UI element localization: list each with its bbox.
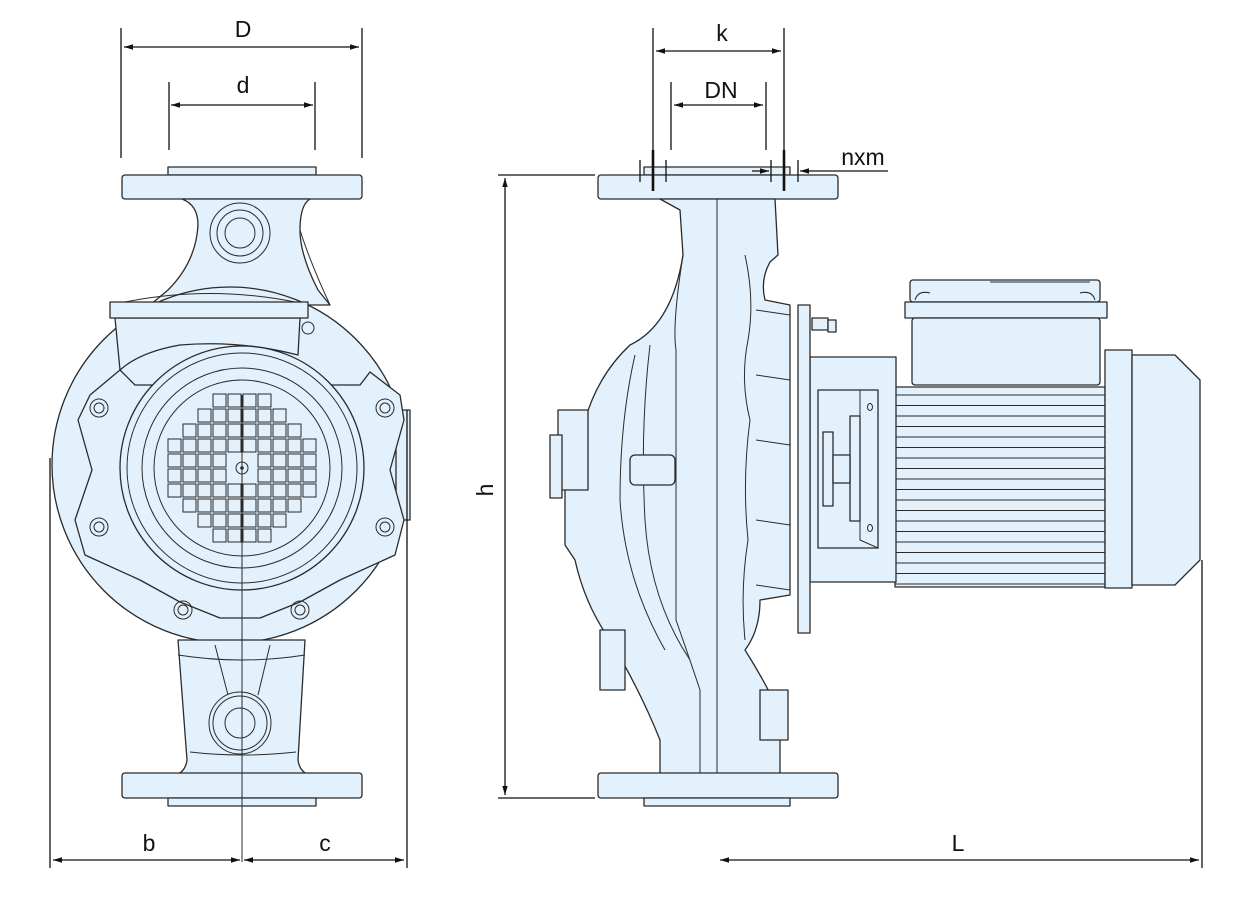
side-motor-cooling-fins [895,394,1105,585]
grill-slot [287,498,302,513]
grill-slot [257,483,272,498]
dim-label-nxm: nxm [841,144,884,170]
grill-slot [227,423,242,438]
grill-slot [167,453,182,468]
grill-slot [212,438,227,453]
grill-slot [197,498,212,513]
grill-slot [242,408,257,423]
grill-slot [182,468,197,483]
grill-slot [272,438,287,453]
grill-slot [197,468,212,483]
front-terminal-box [114,317,301,371]
grill-slot [197,408,212,423]
grill-slot [257,453,272,468]
grill-slot [167,483,182,498]
side-view [549,166,1201,807]
front-view [51,166,411,862]
grill-slot [257,393,272,408]
grill-slot [212,453,227,468]
dim-label-d: d [237,72,250,98]
side-bottom-flange [597,772,839,807]
grill-slot [167,438,182,453]
grill-slot [257,423,272,438]
grill-slot [242,498,257,513]
grill-slot [302,453,317,468]
front-dimensions [49,28,408,868]
side-dimensions [498,28,1203,868]
grill-slot [212,393,227,408]
dim-label-D: D [235,16,252,42]
grill-slot [212,528,227,543]
grill-slot [272,483,287,498]
grill-slot [212,513,227,528]
grill-slot [227,498,242,513]
grill-slot [257,468,272,483]
side-top-flange [597,166,839,200]
grill-slot [257,408,272,423]
grill-slot [227,408,242,423]
grill-slot [272,453,287,468]
grill-slot [302,483,317,498]
grill-slot [257,528,272,543]
grill-slot [227,393,242,408]
dim-label-L: L [952,830,965,856]
grill-slot [287,468,302,483]
grill-slot [182,453,197,468]
grill-slot [197,438,212,453]
grill-slot [272,423,287,438]
dim-label-k: k [716,20,728,46]
side-fan-cover [1131,354,1201,586]
grill-slot [242,528,257,543]
grill-slot [272,513,287,528]
grill-slot [212,423,227,438]
side-terminal-box [904,279,1108,386]
dim-label-b: b [143,830,156,856]
grill-slot [287,483,302,498]
grill-slot [287,438,302,453]
dim-label-DN: DN [704,77,737,103]
grill-slot [197,423,212,438]
side-pump-casing [564,198,791,776]
grill-slot [197,483,212,498]
grill-slot [272,498,287,513]
grill-slot [182,498,197,513]
grill-slot [212,468,227,483]
grill-slot [227,483,242,498]
dim-label-h: h [472,484,498,497]
grill-slot [212,483,227,498]
grill-slot [242,483,257,498]
grill-slot [197,453,212,468]
grill-slot [242,393,257,408]
grill-slot [272,408,287,423]
grill-slot [302,468,317,483]
grill-slot [227,438,242,453]
side-motor-body [894,386,1106,588]
dim-label-c: c [319,830,331,856]
grill-slot [302,438,317,453]
grill-slot [287,423,302,438]
grill-slot [287,453,302,468]
grill-slot [227,528,242,543]
front-top-flange [121,166,363,200]
front-bolt-holes [89,398,395,620]
grill-slot [272,468,287,483]
side-bracket-flange [797,304,811,634]
grill-slot [257,513,272,528]
grill-slot [257,498,272,513]
grill-slot [257,438,272,453]
grill-slot [167,468,182,483]
grill-slot [182,423,197,438]
grill-slot [182,483,197,498]
grill-slot [242,423,257,438]
grill-slot [212,498,227,513]
grill-slot [227,513,242,528]
grill-slot [242,438,257,453]
front-fan-grill [167,393,317,543]
grill-slot [182,438,197,453]
grill-slot [242,513,257,528]
grill-slot [212,408,227,423]
grill-slot [197,513,212,528]
